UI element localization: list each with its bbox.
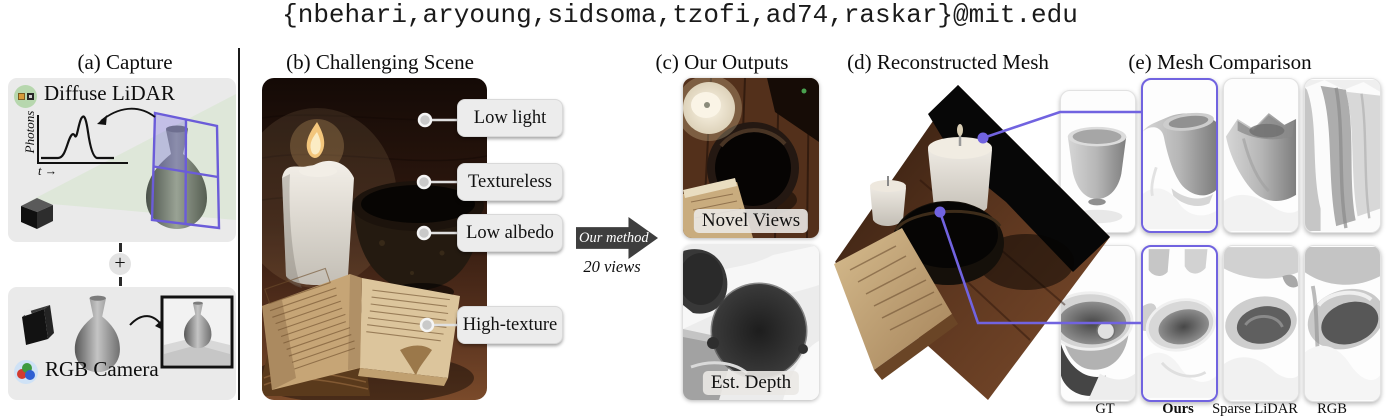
diffuse-lidar-label: Diffuse LiDAR <box>44 81 175 105</box>
est-depth-image: Est. Depth <box>683 245 819 400</box>
diffuse-lidar-panel: Diffuse LiDAR Photons t → <box>8 78 236 242</box>
views-count-label: 20 views <box>583 257 641 276</box>
callout-label: Low albedo <box>466 222 554 243</box>
scene-painting <box>262 78 487 400</box>
connector-dash-top <box>119 243 122 252</box>
rgb-camera-panel: RGB Camera <box>8 287 236 400</box>
mesh-rgb-bottom <box>1304 245 1381 402</box>
method-arrow: Our method <box>576 217 658 259</box>
mesh-sparse-top <box>1223 78 1299 233</box>
rgb-camera-label: RGB Camera <box>45 357 159 381</box>
plot-x-axis-label: t → <box>38 164 58 178</box>
mesh-ours-bottom <box>1141 245 1218 402</box>
panel-a-title: (a) Capture <box>77 50 173 74</box>
callout-low-light: Low light <box>457 99 563 137</box>
est-depth-label: Est. Depth <box>702 371 800 395</box>
lidar-sensor-icon <box>14 85 37 108</box>
rgb-camera-icon <box>14 360 38 384</box>
panel-b-title: (b) Challenging Scene <box>286 50 474 74</box>
mesh-rgb-top <box>1304 78 1381 233</box>
callout-textureless: Textureless <box>457 163 563 201</box>
column-label-sparse-lidar: Sparse LiDAR <box>1212 401 1298 417</box>
novel-views-image: Novel Views <box>683 78 819 238</box>
panel-c-title: (c) Our Outputs <box>655 50 789 74</box>
column-label-gt: GT <box>1095 401 1115 417</box>
callout-label: Low light <box>473 107 547 128</box>
depth-map-painting <box>683 245 819 400</box>
plot-y-axis-label: Photons <box>22 110 37 154</box>
mesh-sparse-bottom <box>1223 245 1299 402</box>
callout-high-texture: High-texture <box>457 306 563 344</box>
callout-label: High-texture <box>462 314 558 335</box>
callout-connectors <box>416 112 460 333</box>
column-label-ours: Ours <box>1162 401 1194 417</box>
novel-views-label: Novel Views <box>693 209 809 233</box>
panel-d-title: (d) Reconstructed Mesh <box>847 50 1049 74</box>
reconstructed-mesh-image <box>834 85 1110 400</box>
lidar-illustration <box>21 94 236 230</box>
panel-divider <box>238 48 240 400</box>
connector-dash-bottom <box>119 277 122 286</box>
callout-low-albedo: Low albedo <box>457 214 563 252</box>
mesh-ours-top <box>1141 78 1218 233</box>
callout-label: Textureless <box>468 171 552 192</box>
camera-illustration <box>22 295 234 373</box>
column-label-rgb: RGB <box>1317 401 1347 417</box>
method-arrow-label: Our method <box>579 230 649 246</box>
plus-connector: + <box>109 253 131 275</box>
author-emails: {nbehari,aryoung,sidsoma,tzofi,ad74,rask… <box>282 0 1078 30</box>
challenging-scene-image <box>262 78 487 400</box>
panel-e-title: (e) Mesh Comparison <box>1128 50 1312 74</box>
